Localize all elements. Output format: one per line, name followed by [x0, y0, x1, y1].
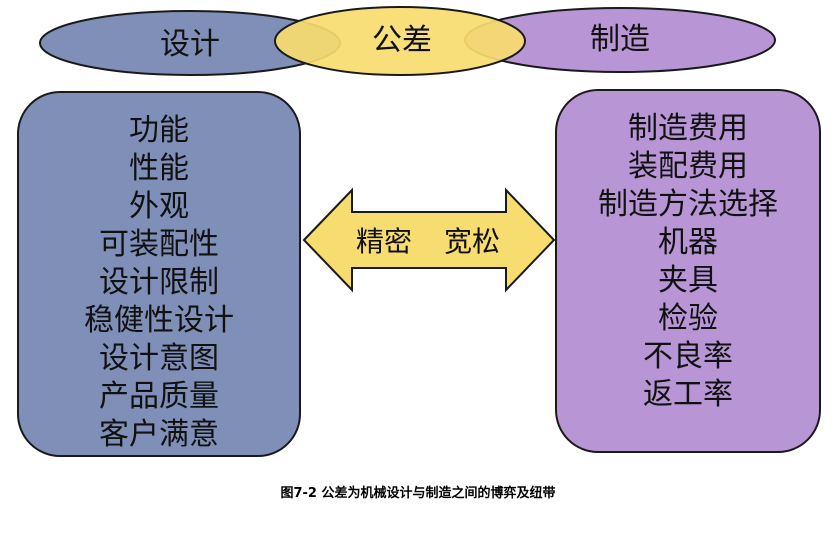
manufacture-item-assembly-cost: 装配费用	[628, 149, 748, 184]
design-box	[17, 91, 301, 457]
manufacture-ellipse-label: 制造	[590, 22, 650, 57]
design-item-quality: 产品质量	[99, 379, 219, 414]
manufacture-item-inspection: 检验	[658, 301, 718, 336]
manufacture-box-items: 制造费用 装配费用 制造方法选择 机器 夹具 检验 不良率 返工率	[598, 111, 778, 412]
design-item-function: 功能	[129, 113, 189, 148]
figure-caption: 图7-2 公差为机械设计与制造之间的博弈及纽带	[280, 486, 556, 501]
design-item-constraints: 设计限制	[99, 265, 219, 300]
manufacture-item-method: 制造方法选择	[598, 187, 778, 222]
tolerance-ellipse-label: 公差	[372, 23, 432, 58]
design-item-performance: 性能	[129, 151, 189, 186]
manufacture-item-fixture: 夹具	[658, 263, 718, 298]
design-item-intent: 设计意图	[99, 341, 219, 376]
manufacture-item-defect-rate: 不良率	[643, 339, 733, 374]
design-item-assemblability: 可装配性	[99, 227, 219, 262]
design-ellipse-label: 设计	[160, 27, 220, 62]
arrow-label-loose: 宽松	[444, 225, 500, 258]
manufacture-item-rework-rate: 返工率	[643, 377, 733, 412]
tolerance-ellipse	[274, 6, 526, 76]
manufacture-item-machine: 机器	[658, 225, 718, 260]
design-box-items: 功能 性能 外观 可装配性 设计限制 稳健性设计 设计意图 产品质量 客户满意	[84, 113, 234, 452]
design-item-appearance: 外观	[129, 189, 189, 224]
double-arrow	[302, 187, 556, 293]
manufacture-item-cost: 制造费用	[628, 111, 748, 146]
design-item-robust-design: 稳健性设计	[84, 303, 234, 338]
design-item-satisfaction: 客户满意	[99, 417, 219, 452]
arrow-label-precise: 精密	[356, 225, 412, 258]
manufacture-box	[555, 89, 821, 453]
